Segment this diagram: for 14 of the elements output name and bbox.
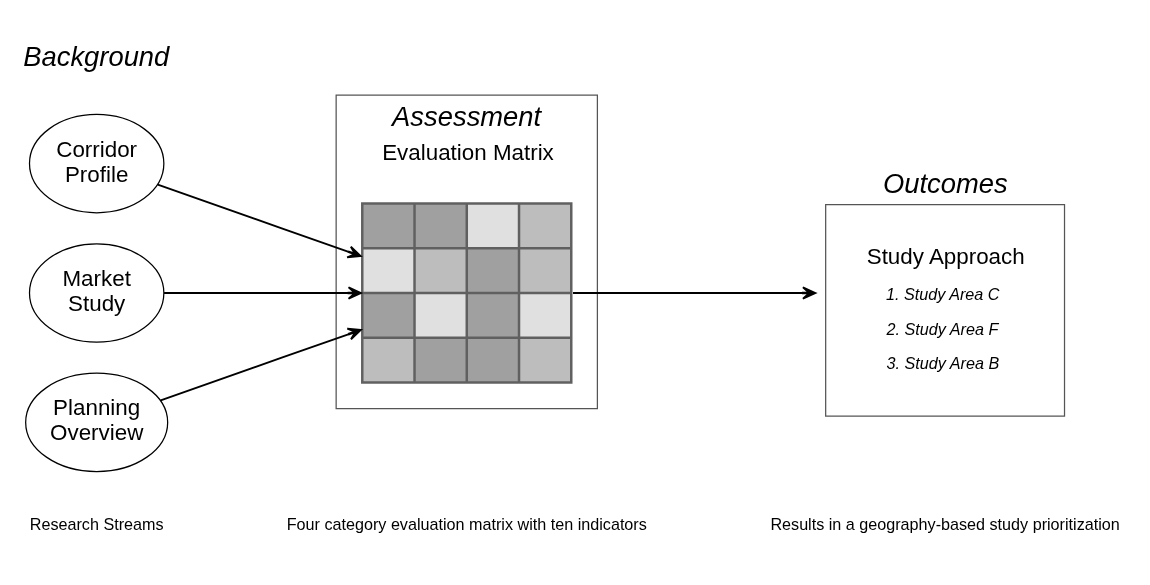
arrow bbox=[156, 183, 362, 258]
arrow bbox=[163, 285, 362, 300]
node-box: Study Approach 1. Study Area C 2. Study Area F 3. Study Area B bbox=[825, 203, 1066, 417]
arrow bbox=[572, 285, 817, 300]
node-ellipse: Planning Overview bbox=[25, 372, 169, 472]
label: Results in a geography-based study prioritization bbox=[770, 514, 1120, 533]
arrow bbox=[159, 327, 362, 401]
label: Four category evaluation matrix with ten indicators bbox=[286, 514, 647, 533]
node-label: Outcomes bbox=[882, 167, 1008, 199]
node-ellipse: Market Study bbox=[28, 242, 165, 343]
node-ellipse: Corridor Profile bbox=[28, 113, 165, 213]
cluster: Assessment Evaluation Matrix bbox=[335, 94, 598, 409]
label: Research Streams bbox=[29, 514, 164, 533]
label: Background bbox=[23, 40, 170, 72]
